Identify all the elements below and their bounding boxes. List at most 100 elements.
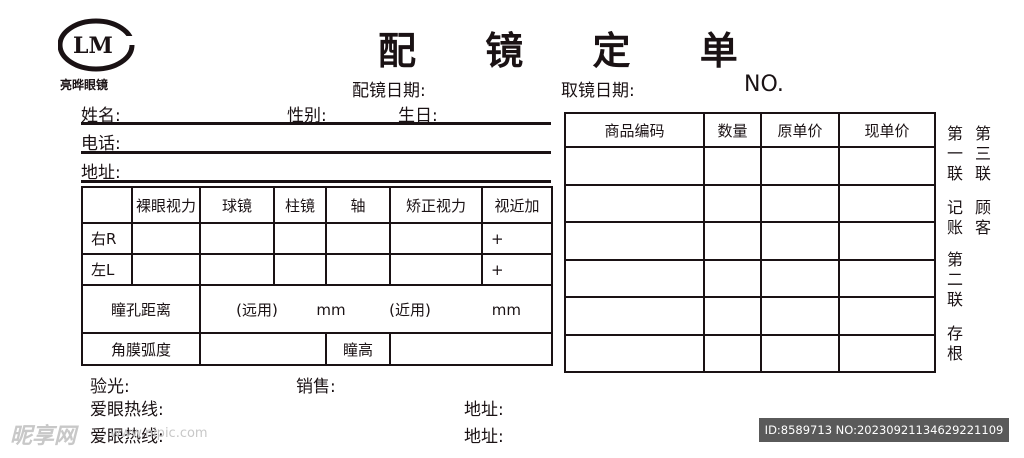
copy-second: 第二联 bbox=[946, 250, 963, 309]
product-row bbox=[564, 183, 936, 223]
product-cell[interactable] bbox=[838, 333, 936, 373]
product-cell[interactable] bbox=[703, 146, 762, 186]
product-cell[interactable] bbox=[760, 221, 840, 261]
order-date-label: 配镜日期: bbox=[352, 81, 426, 101]
pupil-height-label: 瞳高 bbox=[325, 332, 391, 366]
product-cell[interactable] bbox=[564, 296, 705, 336]
address-label: 地址: bbox=[81, 163, 121, 183]
product-header-orig-price: 原单价 bbox=[760, 112, 840, 148]
product-cell[interactable] bbox=[760, 296, 840, 336]
sales-label: 销售: bbox=[296, 377, 336, 397]
product-cell[interactable] bbox=[838, 146, 936, 186]
order-number-label: NO. bbox=[744, 72, 784, 97]
rx-cell[interactable] bbox=[325, 222, 391, 255]
pd-near-unit: mm bbox=[491, 300, 521, 319]
product-header-cur-price: 现单价 bbox=[838, 112, 936, 148]
address-line bbox=[81, 180, 551, 183]
copy-accounting: 记账 bbox=[946, 198, 963, 237]
copy-stub: 存根 bbox=[946, 324, 963, 363]
pd-label: 瞳孔距离 bbox=[81, 284, 201, 334]
copy-customer: 顾客 bbox=[974, 198, 991, 237]
rx-cell[interactable] bbox=[199, 253, 275, 286]
optometry-label: 验光: bbox=[90, 377, 130, 397]
rx-cell[interactable] bbox=[389, 253, 483, 286]
rx-near-add-cell[interactable]: + bbox=[481, 222, 553, 255]
product-cell[interactable] bbox=[838, 258, 936, 298]
rx-row-label: 左L bbox=[81, 253, 133, 286]
rx-header-cylinder: 柱镜 bbox=[273, 186, 327, 224]
rx-row-right: 右R + bbox=[81, 222, 553, 255]
product-header-code: 商品编码 bbox=[564, 112, 705, 148]
rx-pd-row: 瞳孔距离 (远用) mm (近用) mm bbox=[81, 284, 553, 334]
rx-header-sphere: 球镜 bbox=[199, 186, 275, 224]
product-row bbox=[564, 221, 936, 261]
rx-cell[interactable] bbox=[131, 222, 201, 255]
pickup-date-label: 取镜日期: bbox=[561, 81, 635, 101]
product-cell[interactable] bbox=[703, 333, 762, 373]
product-cell[interactable] bbox=[760, 183, 840, 223]
product-header-row: 商品编码 数量 原单价 现单价 bbox=[564, 112, 936, 148]
product-table: 商品编码 数量 原单价 现单价 bbox=[564, 112, 936, 373]
rx-cell[interactable] bbox=[389, 222, 483, 255]
prescription-table: 裸眼视力 球镜 柱镜 轴 矫正视力 视近加 右R + 左L + 瞳孔距离 (远用… bbox=[81, 186, 553, 366]
hotline-label-2: 爱眼热线: bbox=[90, 427, 164, 447]
curvature-label: 角膜弧度 bbox=[81, 332, 201, 366]
rx-cell[interactable] bbox=[131, 253, 201, 286]
rx-cell[interactable] bbox=[273, 253, 327, 286]
form-title: 配 镜 定 单 bbox=[378, 28, 766, 73]
copy-first: 第一联 bbox=[946, 124, 963, 183]
rx-header-blank bbox=[81, 186, 133, 224]
address-footer-label-2: 地址: bbox=[464, 427, 504, 447]
rx-cell[interactable] bbox=[273, 222, 327, 255]
birthday-label: 生日: bbox=[398, 106, 438, 126]
product-cell[interactable] bbox=[760, 333, 840, 373]
product-cell[interactable] bbox=[703, 296, 762, 336]
product-cell[interactable] bbox=[760, 258, 840, 298]
product-cell[interactable] bbox=[703, 183, 762, 223]
rx-near-add-cell[interactable]: + bbox=[481, 253, 553, 286]
rx-header-axis: 轴 bbox=[325, 186, 391, 224]
rx-row-label: 右R bbox=[81, 222, 133, 255]
name-label: 姓名: bbox=[81, 106, 121, 126]
product-cell[interactable] bbox=[838, 296, 936, 336]
rx-cell[interactable] bbox=[199, 222, 275, 255]
product-cell[interactable] bbox=[760, 146, 840, 186]
pd-near-label: (近用) bbox=[389, 300, 431, 319]
product-cell[interactable] bbox=[703, 221, 762, 261]
product-row bbox=[564, 333, 936, 373]
product-row bbox=[564, 146, 936, 186]
brand-name: 亮晔眼镜 bbox=[60, 78, 109, 92]
hotline-label: 爱眼热线: bbox=[90, 400, 164, 420]
brand-logo: LM bbox=[58, 18, 136, 72]
curvature-value[interactable] bbox=[199, 332, 327, 366]
product-header-qty: 数量 bbox=[703, 112, 762, 148]
phone-line bbox=[81, 151, 551, 154]
rx-header-corrected-vision: 矫正视力 bbox=[389, 186, 483, 224]
rx-header-naked-vision: 裸眼视力 bbox=[131, 186, 201, 224]
product-cell[interactable] bbox=[564, 221, 705, 261]
rx-header-row: 裸眼视力 球镜 柱镜 轴 矫正视力 视近加 bbox=[81, 186, 553, 224]
gender-label: 性别: bbox=[287, 106, 327, 126]
pd-values[interactable]: (远用) mm (近用) mm bbox=[199, 284, 553, 334]
product-cell[interactable] bbox=[838, 183, 936, 223]
svg-text:LM: LM bbox=[73, 33, 113, 59]
product-row bbox=[564, 258, 936, 298]
product-cell[interactable] bbox=[564, 258, 705, 298]
rx-curvature-row: 角膜弧度 瞳高 bbox=[81, 332, 553, 366]
watermark-logo: 昵享网 bbox=[10, 424, 77, 449]
address-footer-label: 地址: bbox=[464, 400, 504, 420]
rx-cell[interactable] bbox=[325, 253, 391, 286]
product-row bbox=[564, 296, 936, 336]
pd-far-label: (远用) bbox=[236, 300, 278, 319]
product-cell[interactable] bbox=[703, 258, 762, 298]
name-line bbox=[81, 122, 551, 125]
rx-header-near-add: 视近加 bbox=[481, 186, 553, 224]
pd-far-unit: mm bbox=[316, 300, 346, 319]
copy-third: 第三联 bbox=[974, 124, 991, 183]
image-id-badge: ID:8589713 NO:20230921134629221109 bbox=[759, 418, 1009, 442]
product-cell[interactable] bbox=[564, 183, 705, 223]
product-cell[interactable] bbox=[564, 333, 705, 373]
pupil-height-value[interactable] bbox=[389, 332, 553, 366]
product-cell[interactable] bbox=[838, 221, 936, 261]
product-cell[interactable] bbox=[564, 146, 705, 186]
